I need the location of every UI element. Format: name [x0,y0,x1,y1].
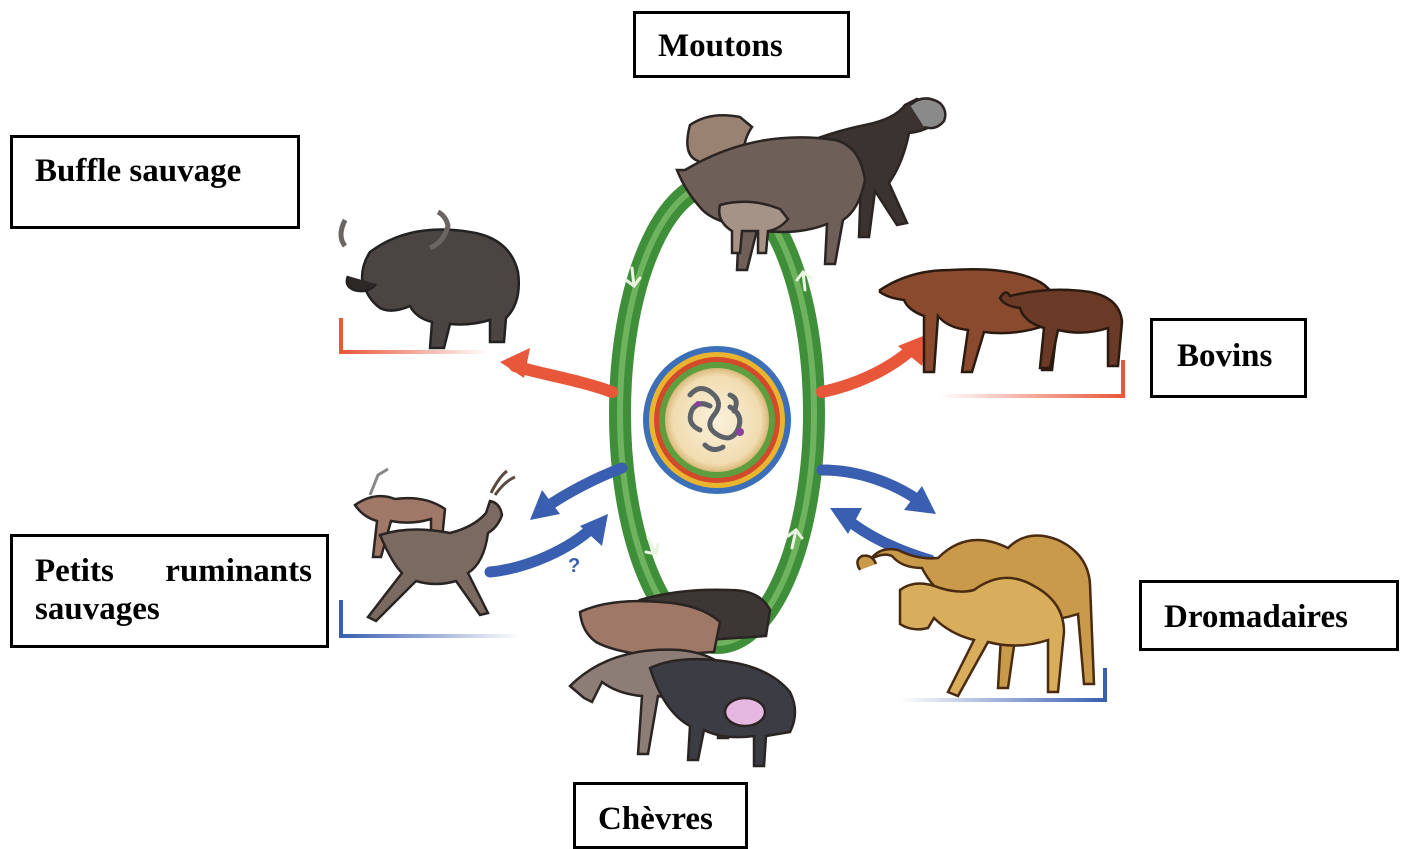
label-moutons: Moutons [633,11,850,78]
label-petits-line1: Petits ruminants [35,553,312,591]
label-petits-ruminants-sauvages: Petits ruminants sauvages [10,534,329,648]
blue-arrow-to-dromedaries [822,470,936,514]
red-arrow-to-cattle [822,334,928,392]
label-dromadaires: Dromadaires [1139,580,1399,651]
label-bovins-text: Bovins [1177,338,1272,374]
label-bovins: Bovins [1150,318,1307,398]
goats-illustration [570,590,795,766]
question-mark: ? [568,555,580,577]
label-ruminants-word: ruminants [165,553,312,591]
virus-particle [643,346,791,494]
blue-arrow-from-wild-ruminants [490,514,608,572]
label-moutons-text: Moutons [658,28,783,64]
label-buffle-sauvage: Buffle sauvage [10,135,300,229]
label-chevres-text: Chèvres [598,801,713,837]
label-chevres: Chèvres [573,782,748,849]
blue-arrow-to-wild-ruminants [530,468,622,520]
dromedaries-illustration [857,536,1094,697]
wild-ruminants-illustration [355,469,515,621]
label-dromadaires-text: Dromadaires [1164,599,1348,635]
sheep-illustration [677,98,945,270]
buffalo-illustration [341,212,519,348]
label-buffle-sauvage-text: Buffle sauvage [35,153,241,189]
label-sauvages-word: sauvages [35,591,312,629]
label-petits-word: Petits [35,553,114,591]
red-arrow-to-buffalo [500,348,612,392]
